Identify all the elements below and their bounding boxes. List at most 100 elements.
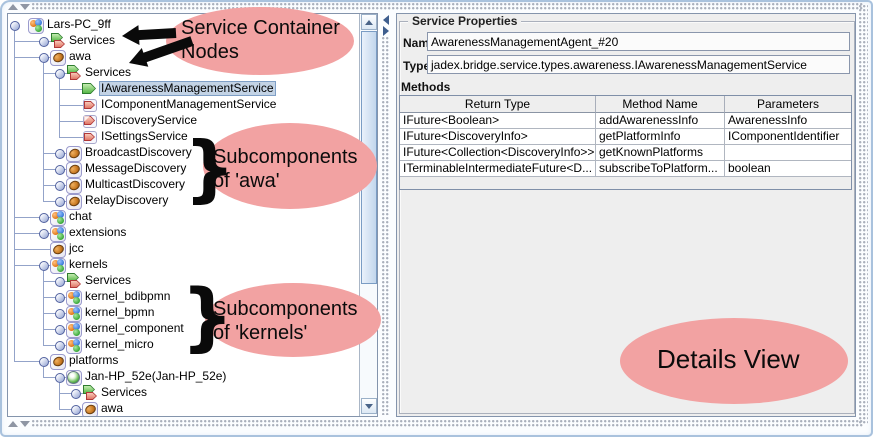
tree-line — [14, 361, 52, 362]
component-icon — [66, 193, 82, 210]
platform-icon — [50, 225, 66, 242]
scroll-down-button[interactable] — [361, 398, 377, 414]
tree-node-label[interactable]: Services — [85, 273, 132, 287]
table-cell[interactable]: getKnownPlatforms — [596, 145, 725, 161]
expand-knob[interactable] — [39, 213, 49, 223]
expand-knob[interactable] — [55, 373, 65, 383]
expand-knob[interactable] — [71, 389, 81, 399]
component-icon — [66, 177, 82, 194]
expand-knob[interactable] — [55, 197, 65, 207]
table-header-cell[interactable]: Return Type — [400, 96, 596, 113]
tree-node-label[interactable]: awa — [69, 49, 92, 63]
tree-node-label[interactable]: BroadcastDiscovery — [85, 145, 192, 159]
table-cell[interactable]: boolean — [725, 161, 851, 177]
right-splitter[interactable] — [859, 5, 868, 425]
bottom-splitter[interactable] — [6, 419, 866, 428]
tree-node-label[interactable]: RelayDiscovery — [85, 193, 169, 207]
tree-line — [59, 89, 84, 90]
tree-line — [43, 63, 44, 201]
annotation-subcomponents-awa: Subcomponents of 'awa' — [213, 145, 358, 193]
splitter-collapse-up-button[interactable] — [8, 4, 18, 10]
table-cell[interactable]: AwarenessInfo — [725, 113, 851, 129]
component-icon — [50, 353, 66, 370]
tree-node-label[interactable]: kernel_bdibpmn — [85, 289, 171, 303]
tree-node-label[interactable]: MulticastDiscovery — [85, 177, 186, 191]
tree-line — [14, 233, 52, 234]
table-cell[interactable]: getPlatformInfo — [596, 129, 725, 145]
table-cell[interactable]: ITerminableIntermediateFuture<D... — [400, 161, 596, 177]
tree-node-label[interactable]: IAwarenessManagementService — [99, 81, 276, 96]
service-red-icon — [82, 129, 98, 145]
table-cell[interactable]: IFuture<Boolean> — [400, 113, 596, 129]
tree-node-label[interactable]: Services — [85, 65, 132, 79]
expand-knob[interactable] — [39, 261, 49, 271]
services-icon — [50, 33, 66, 49]
tree-node-label[interactable]: kernel_bpmn — [85, 305, 155, 319]
down-arrow-icon — [365, 404, 373, 409]
component-icon — [50, 241, 66, 258]
expand-knob[interactable] — [55, 341, 65, 351]
tree-node-label[interactable]: IComponentManagementService — [101, 97, 277, 111]
tree-node-label[interactable]: kernel_component — [85, 321, 184, 335]
expand-knob[interactable] — [39, 229, 49, 239]
tree-node-label[interactable]: IDiscoveryService — [101, 113, 198, 127]
tree-node-label[interactable]: jcc — [69, 241, 84, 255]
tree-node-label[interactable]: kernels — [69, 257, 108, 271]
table-header-cell[interactable]: Parameters — [725, 96, 851, 113]
top-splitter[interactable] — [6, 2, 866, 11]
name-field[interactable]: AwarenessManagementAgent_#20 — [427, 32, 850, 51]
annotation-subcomponents-kernels: Subcomponents of 'kernels' — [213, 297, 358, 345]
tree-node-label[interactable]: platforms — [69, 353, 119, 367]
expand-knob[interactable] — [55, 149, 65, 159]
expand-knob[interactable] — [55, 165, 65, 175]
splitter-collapse-down-button[interactable] — [20, 421, 30, 427]
expand-knob[interactable] — [55, 325, 65, 335]
expand-knob[interactable] — [55, 277, 65, 287]
scroll-up-button[interactable] — [361, 14, 377, 30]
splitter-collapse-up-button[interactable] — [8, 421, 18, 427]
main-splitter[interactable] — [378, 13, 396, 417]
annotation-service-container: Service Container Nodes — [181, 16, 340, 64]
table-cell[interactable]: IComponentIdentifier — [725, 129, 851, 145]
tree-vertical-scrollbar[interactable] — [359, 14, 377, 416]
tree-node-label[interactable]: Jan-HP_52e(Jan-HP_52e) — [85, 369, 227, 383]
tree-line — [59, 121, 84, 122]
tree-node-label[interactable]: MessageDiscovery — [85, 161, 187, 175]
tree-node-label[interactable]: awa — [101, 401, 124, 415]
expand-knob[interactable] — [55, 69, 65, 79]
expand-knob[interactable] — [71, 405, 81, 415]
methods-label: Methods — [401, 80, 451, 94]
expand-knob[interactable] — [39, 37, 49, 47]
tree-node-label[interactable]: Services — [69, 33, 116, 47]
expand-knob[interactable] — [55, 181, 65, 191]
table-cell[interactable]: IFuture<DiscoveryInfo> — [400, 129, 596, 145]
splitter-collapse-left-button[interactable] — [383, 15, 389, 25]
type-field[interactable]: jadex.bridge.service.types.awareness.IAw… — [427, 55, 850, 74]
splitter-collapse-down-button[interactable] — [20, 4, 30, 10]
tree-node-label[interactable]: kernel_micro — [85, 337, 154, 351]
expand-knob[interactable] — [39, 53, 49, 63]
annotation-line: Nodes — [181, 41, 239, 63]
tree-node-label[interactable]: ISettingsService — [101, 129, 188, 143]
table-cell[interactable]: IFuture<Collection<DiscoveryInfo>> — [400, 145, 596, 161]
tree-node-label[interactable]: Services — [101, 385, 148, 399]
splitter-collapse-right-button[interactable] — [383, 26, 389, 36]
expand-knob[interactable] — [55, 309, 65, 319]
table-header-cell[interactable]: Method Name — [596, 96, 725, 113]
table-cell[interactable]: addAwarenessInfo — [596, 113, 725, 129]
tree-line — [59, 137, 84, 138]
platform-icon — [66, 321, 82, 338]
table-cell[interactable] — [725, 145, 851, 161]
annotation-ellipse-details-view — [620, 318, 848, 404]
tree-node-label[interactable]: extensions — [69, 225, 127, 239]
tree-node-label[interactable]: Lars-PC_9ff — [47, 17, 111, 31]
expand-knob[interactable] — [55, 293, 65, 303]
expand-knob[interactable] — [39, 357, 49, 367]
expand-knob[interactable] — [10, 21, 20, 31]
tree-line — [59, 79, 60, 137]
table-cell[interactable]: subscribeToPlatform... — [596, 161, 725, 177]
tree-node-label[interactable]: chat — [69, 209, 92, 223]
